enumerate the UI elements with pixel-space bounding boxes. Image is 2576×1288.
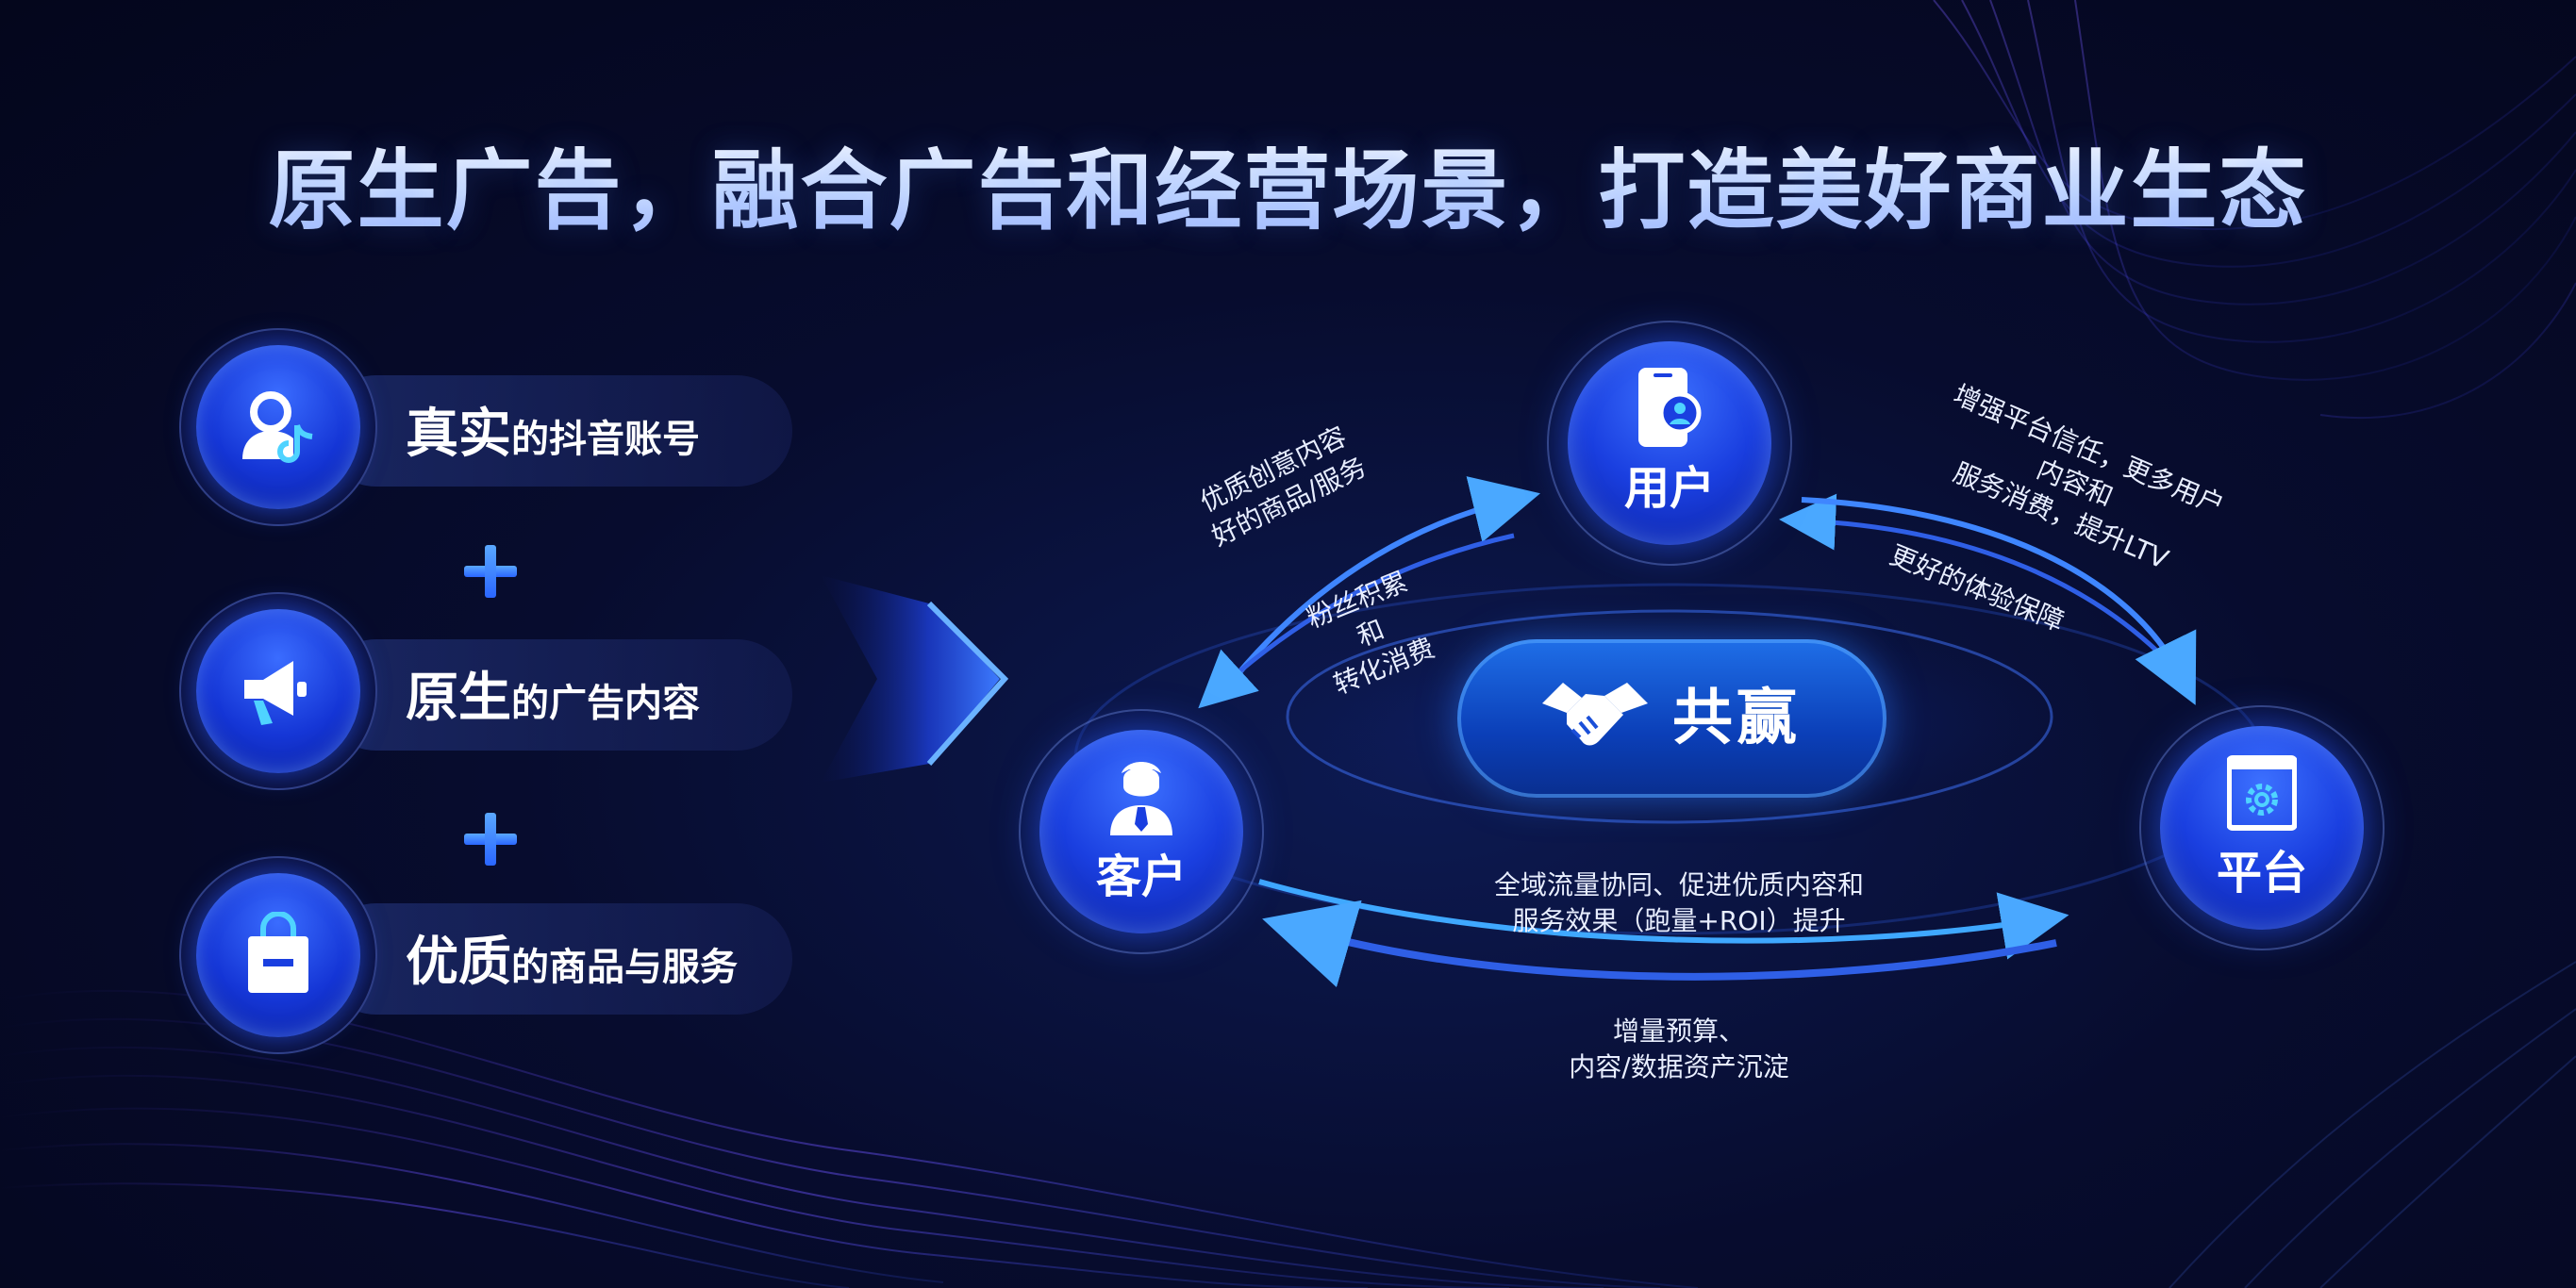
win-win-badge: 共赢 <box>1457 639 1886 798</box>
feature-label: 原生的广告内容 <box>406 668 700 729</box>
feature-label: 真实的抖音账号 <box>406 404 700 465</box>
feature-native-ad: 原生的广告内容 <box>179 592 792 790</box>
page-title: 原生广告，融合广告和经营场景，打造美好商业生态 <box>0 121 2576 246</box>
node-user: 用户 <box>1547 321 1792 566</box>
arc-user-to-customer <box>1198 533 1515 709</box>
feature-pill <box>321 639 792 751</box>
shopping-bag-icon <box>248 912 308 993</box>
arc-customer-to-platform <box>1258 879 2069 960</box>
feature-pill <box>321 375 792 487</box>
feature-pill <box>321 903 792 1015</box>
node-customer: 客户 <box>1019 709 1264 954</box>
feature-quality-goods: 优质的商品与服务 <box>179 856 792 1054</box>
feature-douyin-account: 真实的抖音账号 <box>179 328 792 526</box>
window-gear-icon <box>2227 755 2297 831</box>
caption-platform-to-customer: 增量预算、 内容/数据资产沉淀 <box>1569 1016 1789 1082</box>
plus-icon <box>464 545 517 598</box>
person-tie-icon <box>1110 762 1172 835</box>
megaphone-icon <box>244 661 307 725</box>
node-label: 平台 <box>2216 847 2307 900</box>
node-platform: 平台 <box>2139 705 2385 950</box>
win-win-label: 共赢 <box>1672 684 1801 753</box>
platform-ring-inner <box>1286 609 2053 824</box>
arc-platform-to-customer <box>1262 900 2057 988</box>
plus-icon <box>464 813 517 866</box>
chevron-arrow-edge <box>926 601 1009 766</box>
feature-label: 优质的商品与服务 <box>406 932 738 993</box>
handshake-icon <box>1542 683 1648 746</box>
arc-user-to-platform <box>1801 497 2197 705</box>
phone-user-icon <box>1638 368 1702 447</box>
douyin-account-icon <box>242 391 313 463</box>
node-label: 客户 <box>1095 850 1187 903</box>
caption-customer-to-platform: 全域流量协同、促进优质内容和 服务效果（跑量+ROI）提升 <box>1493 869 1864 936</box>
big-chevron-arrow <box>821 575 1000 783</box>
node-label: 用户 <box>1623 462 1715 515</box>
